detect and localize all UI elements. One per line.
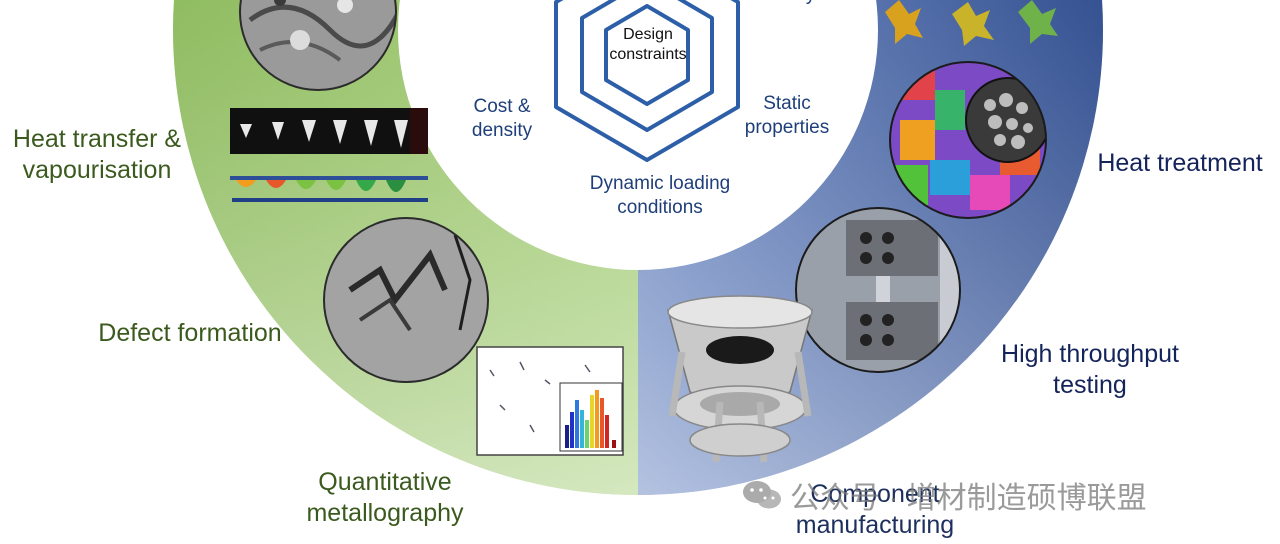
heat-transfer-label: Heat transfer & vapourisation <box>12 125 182 185</box>
dynamic-loading-label: Dynamic loading conditions <box>589 173 731 218</box>
inner-disc <box>398 0 878 270</box>
design-constraints-label: Design constraints <box>609 26 687 63</box>
quantitative-metallography-label: Quantitative metallography <box>306 468 464 528</box>
inner-hexagon <box>604 4 690 106</box>
resistance-label: resistance <box>445 0 555 7</box>
defect-formation-label: Defect formation <box>98 319 282 347</box>
high-throughput-testing-label: High throughput testing <box>1001 340 1179 400</box>
test-rig-image <box>795 207 961 373</box>
component-part-image <box>667 295 813 463</box>
lattice-parts-image <box>885 0 1058 46</box>
metallography-histogram-image <box>476 346 624 456</box>
middle-hexagon <box>580 0 714 132</box>
static-properties-label: Static properties <box>744 93 830 138</box>
wechat-icon <box>743 481 781 509</box>
watermark-text: 公众号 · 增材制造硕博联盟 <box>790 482 1147 515</box>
component-manufacturing-label: Component manufacturing <box>795 480 955 540</box>
hexagon-nest <box>554 0 740 162</box>
cost-density-label: Cost & density <box>471 96 533 141</box>
heat-treatment-label: Heat treatment <box>1097 149 1263 177</box>
stability-label: stability <box>752 0 862 7</box>
ebsd-map-image <box>889 61 1047 219</box>
outer-hexagon <box>554 0 740 162</box>
watermark: 公众号 · 增材制造硕博联盟 <box>742 473 1147 517</box>
defect-micrograph-image <box>323 217 489 383</box>
melt-pool-strip-image <box>230 108 428 202</box>
